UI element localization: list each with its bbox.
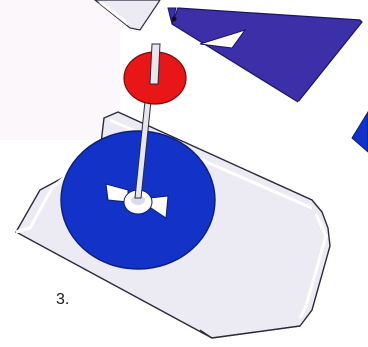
blue-piece-fragment [352, 112, 368, 152]
pointer-pivot-hole [172, 17, 177, 22]
axle-stick-top [150, 44, 160, 84]
step-number-label: 3. [56, 292, 69, 308]
purple-pointer-arm [168, 8, 368, 106]
background-tint [0, 0, 120, 140]
